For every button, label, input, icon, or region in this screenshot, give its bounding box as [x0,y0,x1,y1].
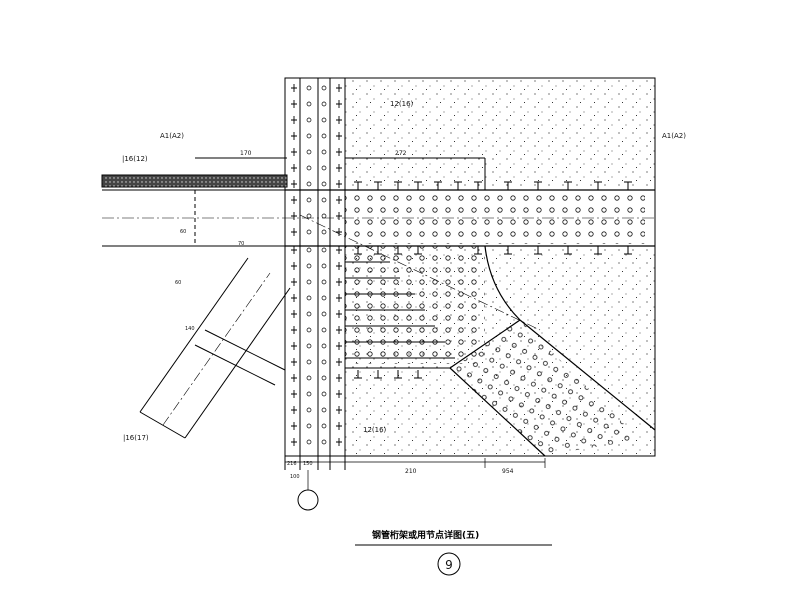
detail-number-circle [437,552,461,576]
bolt-holes [306,85,327,445]
dim-60a: 60 [180,229,186,235]
dim-150: 150 [303,461,313,467]
label-t12-top: 12(16) [390,100,414,108]
dim-100: 100 [290,474,300,480]
label-t12-bottom: 12(16) [363,426,387,434]
drawing-labels: A1(A2) A1(A2) |16(12) |16(17) 12(16) 12(… [122,100,686,480]
stud-rows [345,261,455,359]
dim-210: 210 [405,468,417,475]
dim-954: 954 [502,468,514,475]
shear-studs [354,181,632,379]
dim-216: 216 [287,461,297,467]
main-outline [284,77,656,470]
label-a1-left: A1(A2) [160,132,184,140]
grid-bubble [297,489,319,511]
diagonal-brace [139,257,291,439]
drawing-title: 钢管桁架或用节点详图(五) [372,529,479,541]
dim-272: 272 [395,150,407,157]
dimension-lines [284,458,546,490]
detail-number: 9 [445,558,453,572]
label-t16-top: |16(12) [122,155,148,163]
dim-140: 140 [185,326,195,332]
dim-170: 170 [240,150,252,157]
bolt-column [291,84,342,446]
dim-70: 70 [238,241,244,247]
curved-edge [299,214,656,457]
dim-60b: 60 [175,280,181,286]
label-a1-right: A1(A2) [662,132,686,140]
label-t16-bottom: |16(17) [123,434,149,442]
title-block: 钢管桁架或用节点详图(五) 9 [355,529,552,576]
left-chord [101,157,655,247]
stud-plate-zone [345,192,645,455]
